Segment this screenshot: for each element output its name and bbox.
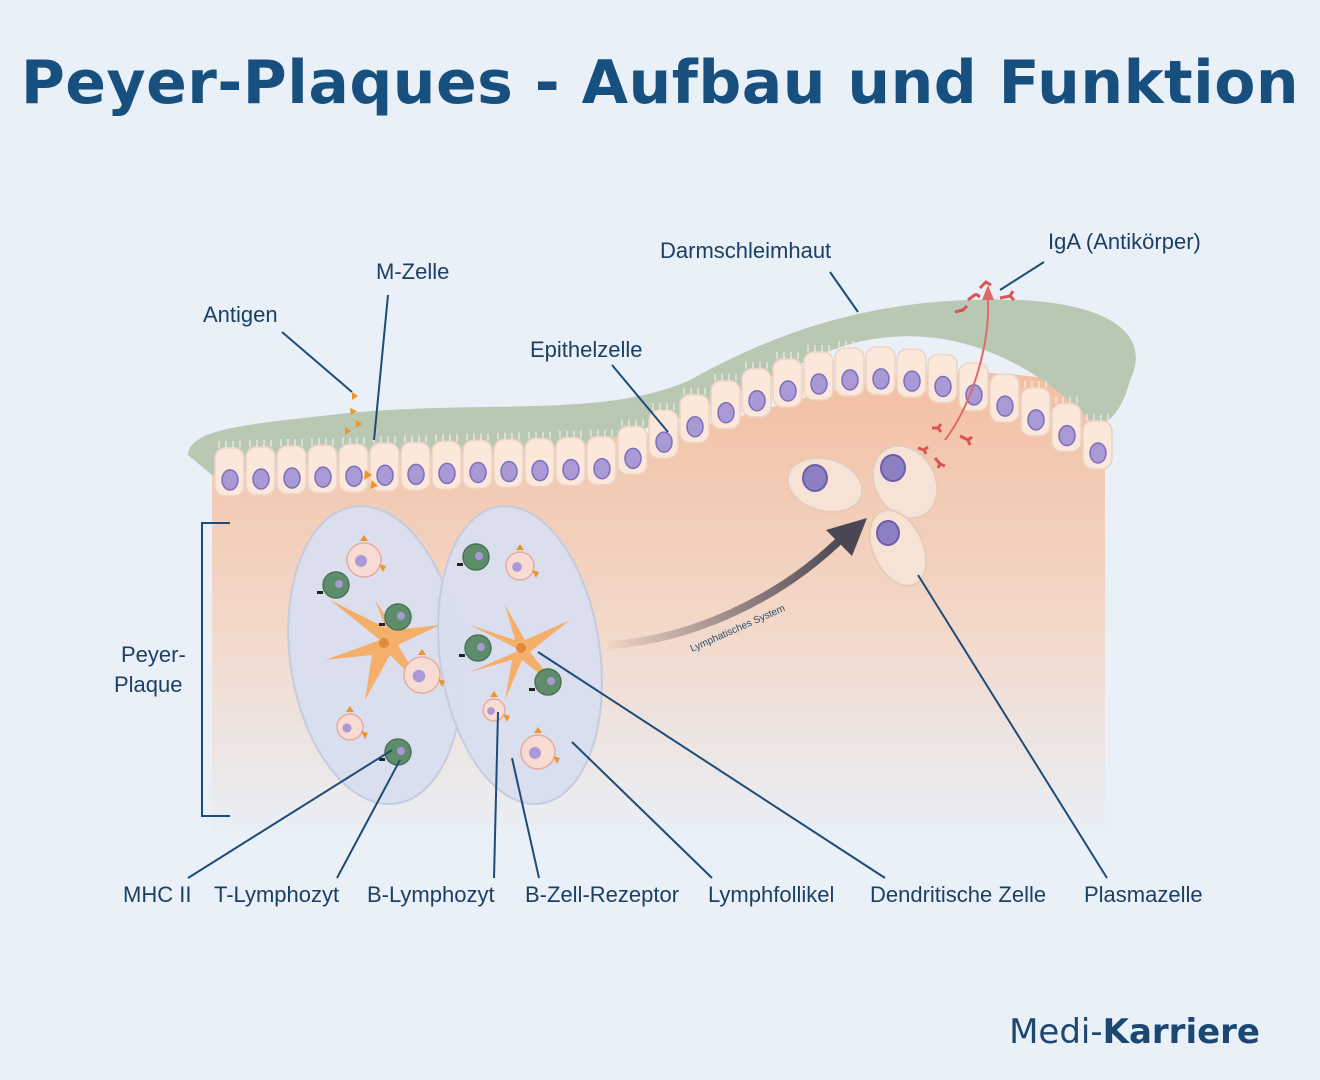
b-lymphocyte <box>482 691 510 722</box>
epithel-cell <box>338 437 369 493</box>
iga-antibodies <box>917 280 1016 469</box>
label-peyer-line2: Plaque <box>114 672 183 697</box>
epithel-cell <box>710 373 741 430</box>
b-lymphocyte <box>520 727 560 770</box>
b-lymphocyte <box>505 544 539 581</box>
t-lymphocyte <box>379 603 412 631</box>
b-lymphocytes <box>336 535 560 770</box>
epithel-cell <box>741 361 772 418</box>
brand-logo: Medi-Karriere <box>1009 1012 1260 1052</box>
epithel-cell <box>214 440 245 497</box>
epithel-cell <box>679 387 710 444</box>
peyer-plaque-bracket <box>201 522 230 817</box>
epithel-cell <box>896 342 927 398</box>
epithel-cell-row <box>214 339 1113 497</box>
plasma-cell-1 <box>786 457 864 513</box>
epithel-cell <box>648 403 679 459</box>
epithel-cell <box>276 439 307 495</box>
label-antigen: Antigen <box>203 302 278 327</box>
t-lymphocytes <box>317 543 562 766</box>
epithel-cell <box>431 434 462 491</box>
lymphatic-arrow-head <box>826 518 867 556</box>
label-t-lymphozyt: T-Lymphozyt <box>214 882 339 907</box>
epithel-cell <box>834 340 865 397</box>
b-lymphocyte <box>336 706 368 741</box>
antigen-particles <box>345 392 378 489</box>
t-lymphocyte <box>317 571 350 599</box>
epithel-cell <box>369 436 400 493</box>
brand-part2: Karriere <box>1102 1012 1260 1052</box>
b-lymphocyte <box>346 535 386 578</box>
epithel-cell <box>245 439 276 496</box>
lymphatic-arrow <box>607 532 848 649</box>
label-lymphfollikel: Lymphfollikel <box>708 882 834 907</box>
epithel-cell <box>1051 396 1082 453</box>
label-b-zell-rezeptor: B-Zell-Rezeptor <box>525 882 679 907</box>
label-iga: IgA (Antikörper) <box>1048 229 1201 254</box>
t-lymphocyte <box>457 543 490 571</box>
t-lymphocyte <box>459 634 492 662</box>
label-m-zelle: M-Zelle <box>376 259 449 284</box>
plasma-cell-2 <box>871 444 939 520</box>
epithel-cell <box>307 438 338 494</box>
iga-arrow-head <box>982 285 994 300</box>
leader-lines <box>187 261 1108 879</box>
epithel-cell <box>1082 413 1113 470</box>
epithel-cell <box>617 419 648 476</box>
label-b-lymphozyt: B-Lymphozyt <box>367 882 495 907</box>
epithel-cell <box>1020 380 1051 437</box>
iga-secretion-arrow <box>944 297 990 441</box>
brand-part1: Medi <box>1009 1012 1091 1052</box>
epithel-cell <box>772 352 803 408</box>
t-lymphocyte <box>379 738 412 766</box>
label-epithelzelle: Epithelzelle <box>530 337 643 362</box>
label-plasmazelle: Plasmazelle <box>1084 882 1203 907</box>
epithel-cell <box>865 339 896 396</box>
epithel-cell <box>927 347 958 404</box>
brand-separator: - <box>1090 1012 1103 1052</box>
b-lymphocyte <box>403 649 445 694</box>
epithel-cell <box>586 429 617 486</box>
epithel-cell <box>524 431 555 488</box>
label-mhc: MHC II <box>123 882 191 907</box>
epithel-cell <box>400 435 431 492</box>
page-title: Peyer-Plaques - Aufbau und Funktion <box>20 48 1300 118</box>
epithel-cell <box>462 433 493 490</box>
epithel-cell <box>555 430 586 487</box>
label-darmschleimhaut: Darmschleimhaut <box>660 238 831 263</box>
t-lymphocyte <box>529 668 562 696</box>
epithel-cell <box>493 432 524 489</box>
mucus-layer <box>188 299 1136 475</box>
plasma-cell-3 <box>868 509 928 587</box>
label-peyer-line1: Peyer- <box>121 642 186 667</box>
epithel-cell <box>803 344 834 401</box>
epithel-cell <box>989 367 1020 423</box>
label-dendritische-zelle: Dendritische Zelle <box>870 882 1046 907</box>
